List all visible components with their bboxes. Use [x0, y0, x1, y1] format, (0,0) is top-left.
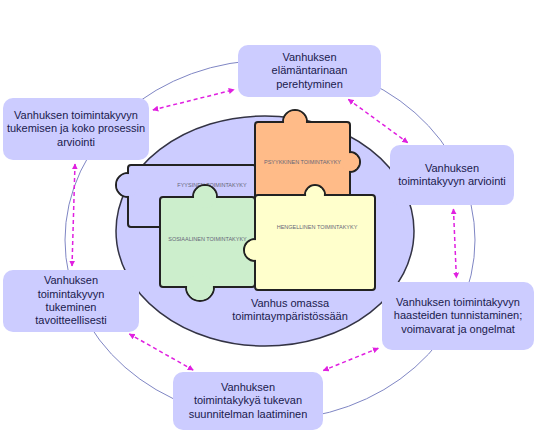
piece-label: PSYYKKINEN TOIMINTAKYKY — [264, 159, 341, 166]
process-box: Vanhuksen toimintakyvyn tukeminen tavoit… — [3, 270, 139, 332]
text-block: Vanhuksen toimintakyvyn arviointi — [390, 145, 514, 205]
puzzle-knob-fill — [187, 274, 213, 300]
ellipse-shape — [116, 116, 414, 346]
puzzle-knob-fill — [194, 186, 216, 208]
puzzle-body — [255, 195, 375, 290]
text-block: Vanhuksen toimintakykyä tukevan suunnite… — [173, 372, 323, 430]
text-block: Vanhuksen toimintakyvyn tukeminen tavoit… — [3, 270, 139, 332]
process-box: Vanhuksen toimintakykyä tukevan suunnite… — [173, 372, 323, 430]
puzzle-knob-fill — [341, 153, 359, 171]
piece-label: SOSIAALINEN TOIMINTAKYKY — [168, 236, 247, 243]
node-label: Vanhus omassa toimintaympäristössään — [215, 297, 365, 324]
puzzle-knob-fill — [284, 111, 306, 133]
text-block: HENGELLINEN TOIMINTAKYKY — [267, 215, 367, 239]
node-label: Vanhuksen toimintakyvyn tukemisen ja kok… — [5, 109, 147, 149]
puzzle-piece: SOSIAALINEN TOIMINTAKYKY — [160, 197, 255, 287]
node-label: Vanhuksen toimintakyvyn arviointi — [398, 162, 506, 189]
piece-label: HENGELLINEN TOIMINTAKYKY — [277, 224, 358, 231]
text-block: Vanhus omassa toimintaympäristössään — [215, 293, 365, 327]
text-block: Vanhuksen toimintakyvyn haasteiden tunni… — [382, 282, 534, 350]
cycle-arrow — [323, 348, 378, 370]
cycle-arrow — [72, 164, 75, 266]
process-box: Vanhuksen toimintakyvyn arviointi — [390, 145, 514, 205]
node-label: Vanhuksen toimintakyvyn haasteiden tunni… — [387, 296, 529, 336]
text-block: Vanhuksen toimintakyvyn tukemisen ja kok… — [3, 98, 149, 160]
cycle-arrow — [453, 209, 456, 278]
puzzle-outline — [255, 195, 375, 290]
centre-ellipse: Vanhus omassa toimintaympäristössäänFYYS… — [115, 115, 415, 347]
puzzle-outline — [160, 197, 255, 287]
puzzle-knob-fill — [306, 186, 324, 204]
text-block: PSYYKKINEN TOIMINTAKYKY — [260, 150, 345, 174]
cycle-arrow — [129, 334, 193, 370]
text-block: SOSIAALINEN TOIMINTAKYKY — [165, 227, 250, 251]
node-label: Vanhuksen toimintakyvyn tukeminen tavoit… — [11, 274, 131, 328]
puzzle-body — [160, 197, 255, 287]
cycle-arrow — [153, 90, 234, 110]
node-label: Vanhuksen elämäntarinaan perehtyminen — [258, 51, 361, 91]
puzzle-piece: HENGELLINEN TOIMINTAKYKY — [255, 195, 375, 290]
process-box: Vanhuksen toimintakyvyn tukemisen ja kok… — [3, 98, 149, 160]
process-box: Vanhuksen toimintakyvyn haasteiden tunni… — [382, 282, 534, 350]
puzzle-knob-fill — [117, 174, 139, 196]
process-box: Vanhuksen elämäntarinaan perehtyminen — [238, 45, 381, 97]
text-block: Vanhuksen elämäntarinaan perehtyminen — [238, 45, 381, 97]
cycle-arrow — [348, 99, 407, 142]
node-label: Vanhuksen toimintakykyä tukevan suunnite… — [187, 381, 309, 421]
puzzle-knob-fill — [245, 240, 265, 260]
